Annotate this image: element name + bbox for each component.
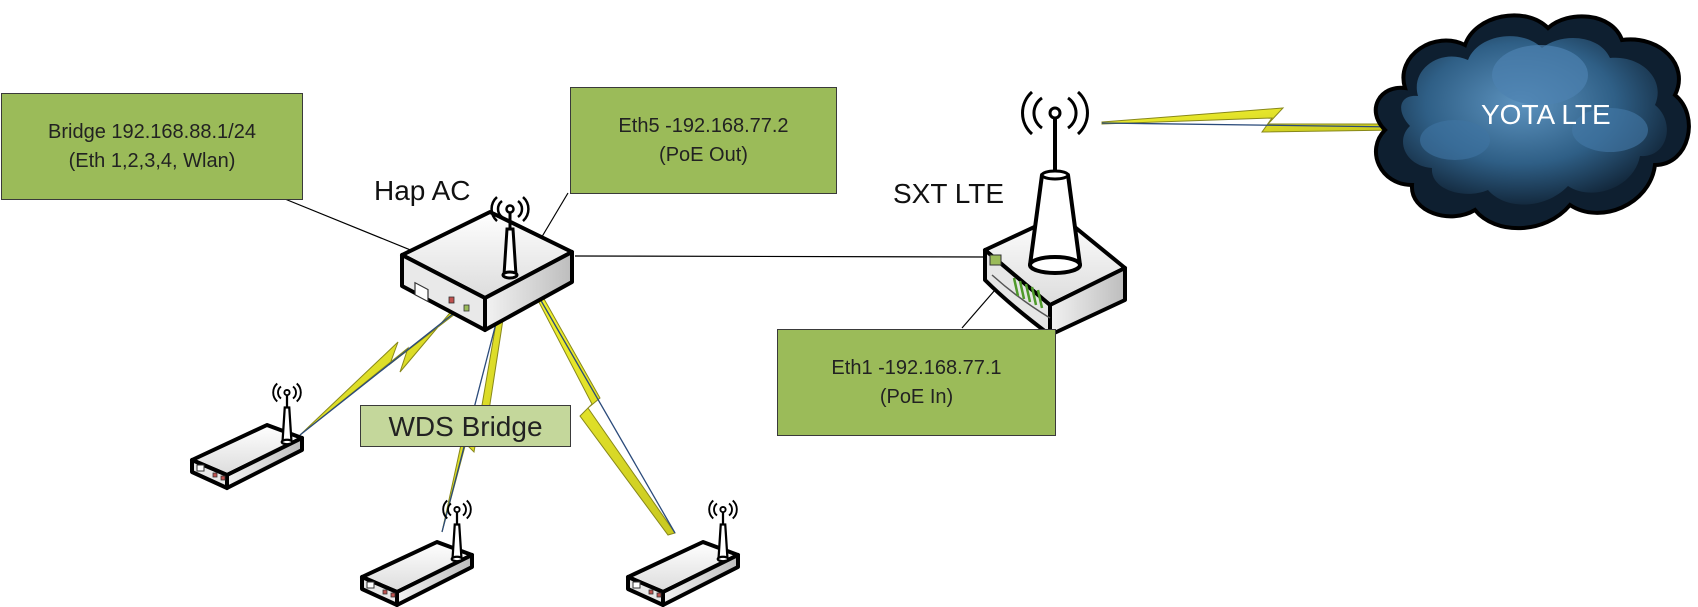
eth5-line-1: Eth5 -192.168.77.2 <box>618 114 789 137</box>
eth5-line-2: (PoE Out) <box>659 143 748 166</box>
sxt-lte-label: SXT LTE <box>893 178 1005 209</box>
bridge-line-1: Bridge 192.168.88.1/24 <box>48 120 256 143</box>
eth1-line-1: Eth1 -192.168.77.1 <box>831 356 1002 379</box>
yota-lte-cloud <box>1373 13 1691 231</box>
wireless-link-lte <box>1101 107 1399 133</box>
eth1-line-2: (PoE In) <box>879 385 954 408</box>
wds-bridge-box: WDS Bridge <box>360 405 571 447</box>
hap-ac-router <box>400 195 574 332</box>
client-router-3 <box>628 501 738 606</box>
wds-bridge-label: WDS Bridge <box>388 410 543 442</box>
eth5-info-box: Eth5 -192.168.77.2 (PoE Out) <box>570 87 837 194</box>
client-router-1 <box>192 384 302 489</box>
client-router-2 <box>362 501 472 606</box>
sxt-lte-device <box>983 90 1127 337</box>
sxt-antenna-icon <box>1021 90 1089 275</box>
wireless-link-3 <box>529 282 676 536</box>
bridge-line-2: (Eth 1,2,3,4, Wlan) <box>68 149 236 172</box>
bridge-info-box: Bridge 192.168.88.1/24 (Eth 1,2,3,4, Wla… <box>1 93 303 200</box>
eth1-info-box: Eth1 -192.168.77.1 (PoE In) <box>777 329 1056 436</box>
yota-lte-label: YOTA LTE <box>1481 99 1611 130</box>
hap-ac-label: Hap AC <box>374 175 471 206</box>
